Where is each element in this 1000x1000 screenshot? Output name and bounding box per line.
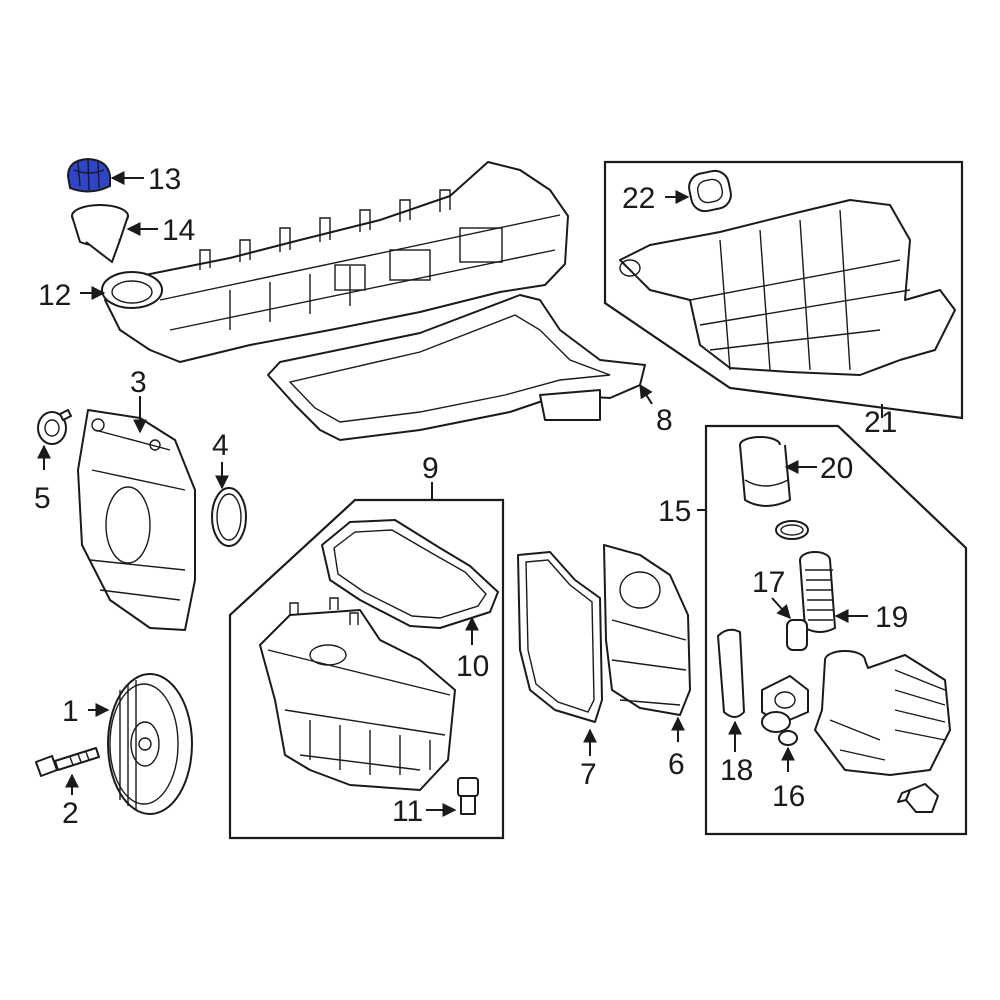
part-6-timing-cover[interactable] (603, 544, 691, 716)
part-16-filter-housing-gaskets[interactable] (761, 675, 809, 746)
callout-21[interactable]: 21 (864, 406, 897, 439)
callout-11[interactable]: 11 (392, 795, 423, 828)
group-box-oil-filter (704, 424, 968, 836)
part-22-intake-gasket[interactable] (686, 168, 733, 213)
callout-labels: 13 14 12 3 4 5 8 9 10 11 1 2 7 6 15 21 2… (34, 163, 908, 830)
part-12-valve-cover[interactable] (101, 161, 569, 363)
callout-14[interactable]: 14 (162, 214, 195, 247)
callout-1[interactable]: 1 (62, 695, 79, 728)
callout-17[interactable]: 17 (752, 566, 785, 599)
callout-9[interactable]: 9 (422, 452, 439, 485)
part-21-intake-manifold[interactable] (619, 199, 956, 376)
callout-10[interactable]: 10 (456, 650, 489, 683)
part-filter-cap-o-ring[interactable] (775, 520, 809, 540)
callout-16[interactable]: 16 (772, 780, 805, 813)
part-11-drain-plug[interactable] (457, 777, 479, 815)
callout-12[interactable]: 12 (38, 279, 71, 312)
part-4-gasket-ring[interactable] (211, 487, 247, 547)
part-3-rear-engine-cover[interactable] (77, 409, 196, 631)
callout-13[interactable]: 13 (148, 163, 181, 196)
part-19-oil-filter-element[interactable] (799, 551, 836, 633)
part-1-harmonic-balancer[interactable] (107, 673, 193, 815)
callout-3[interactable]: 3 (130, 366, 147, 399)
part-9-oil-pan[interactable] (259, 597, 456, 791)
part-13-oil-filler-cap[interactable] (66, 157, 111, 193)
part-10-oil-pan-gasket[interactable] (321, 519, 499, 629)
part-14-filler-neck-seal[interactable] (71, 204, 129, 263)
callout-15[interactable]: 15 (658, 495, 691, 528)
part-18-oil-tube[interactable] (717, 628, 745, 718)
part-5-sensor-seal[interactable] (37, 409, 72, 445)
part-oil-pressure-sensor[interactable] (897, 783, 939, 813)
callout-4[interactable]: 4 (212, 429, 229, 462)
callout-5[interactable]: 5 (34, 482, 51, 515)
callout-22[interactable]: 22 (622, 182, 655, 215)
callout-20[interactable]: 20 (820, 452, 853, 485)
leader-lines (37, 171, 883, 817)
callout-7[interactable]: 7 (580, 758, 597, 791)
callout-2[interactable]: 2 (62, 797, 79, 830)
part-7-timing-cover-gasket[interactable] (517, 551, 603, 723)
group-box-oil-pan (228, 498, 505, 840)
part-2-pulley-bolt[interactable] (35, 747, 100, 777)
part-8-bedplate-gasket[interactable] (267, 294, 646, 441)
callout-8[interactable]: 8 (656, 404, 673, 437)
part-17-filter-seal[interactable] (786, 619, 808, 651)
callout-18[interactable]: 18 (720, 754, 753, 787)
callout-19[interactable]: 19 (875, 601, 908, 634)
part-20-oil-filter-housing-cap[interactable] (739, 436, 791, 507)
group-box-intake-manifold (603, 160, 964, 420)
part-15-oil-filter-housing[interactable] (814, 650, 951, 776)
callout-6[interactable]: 6 (668, 748, 685, 781)
